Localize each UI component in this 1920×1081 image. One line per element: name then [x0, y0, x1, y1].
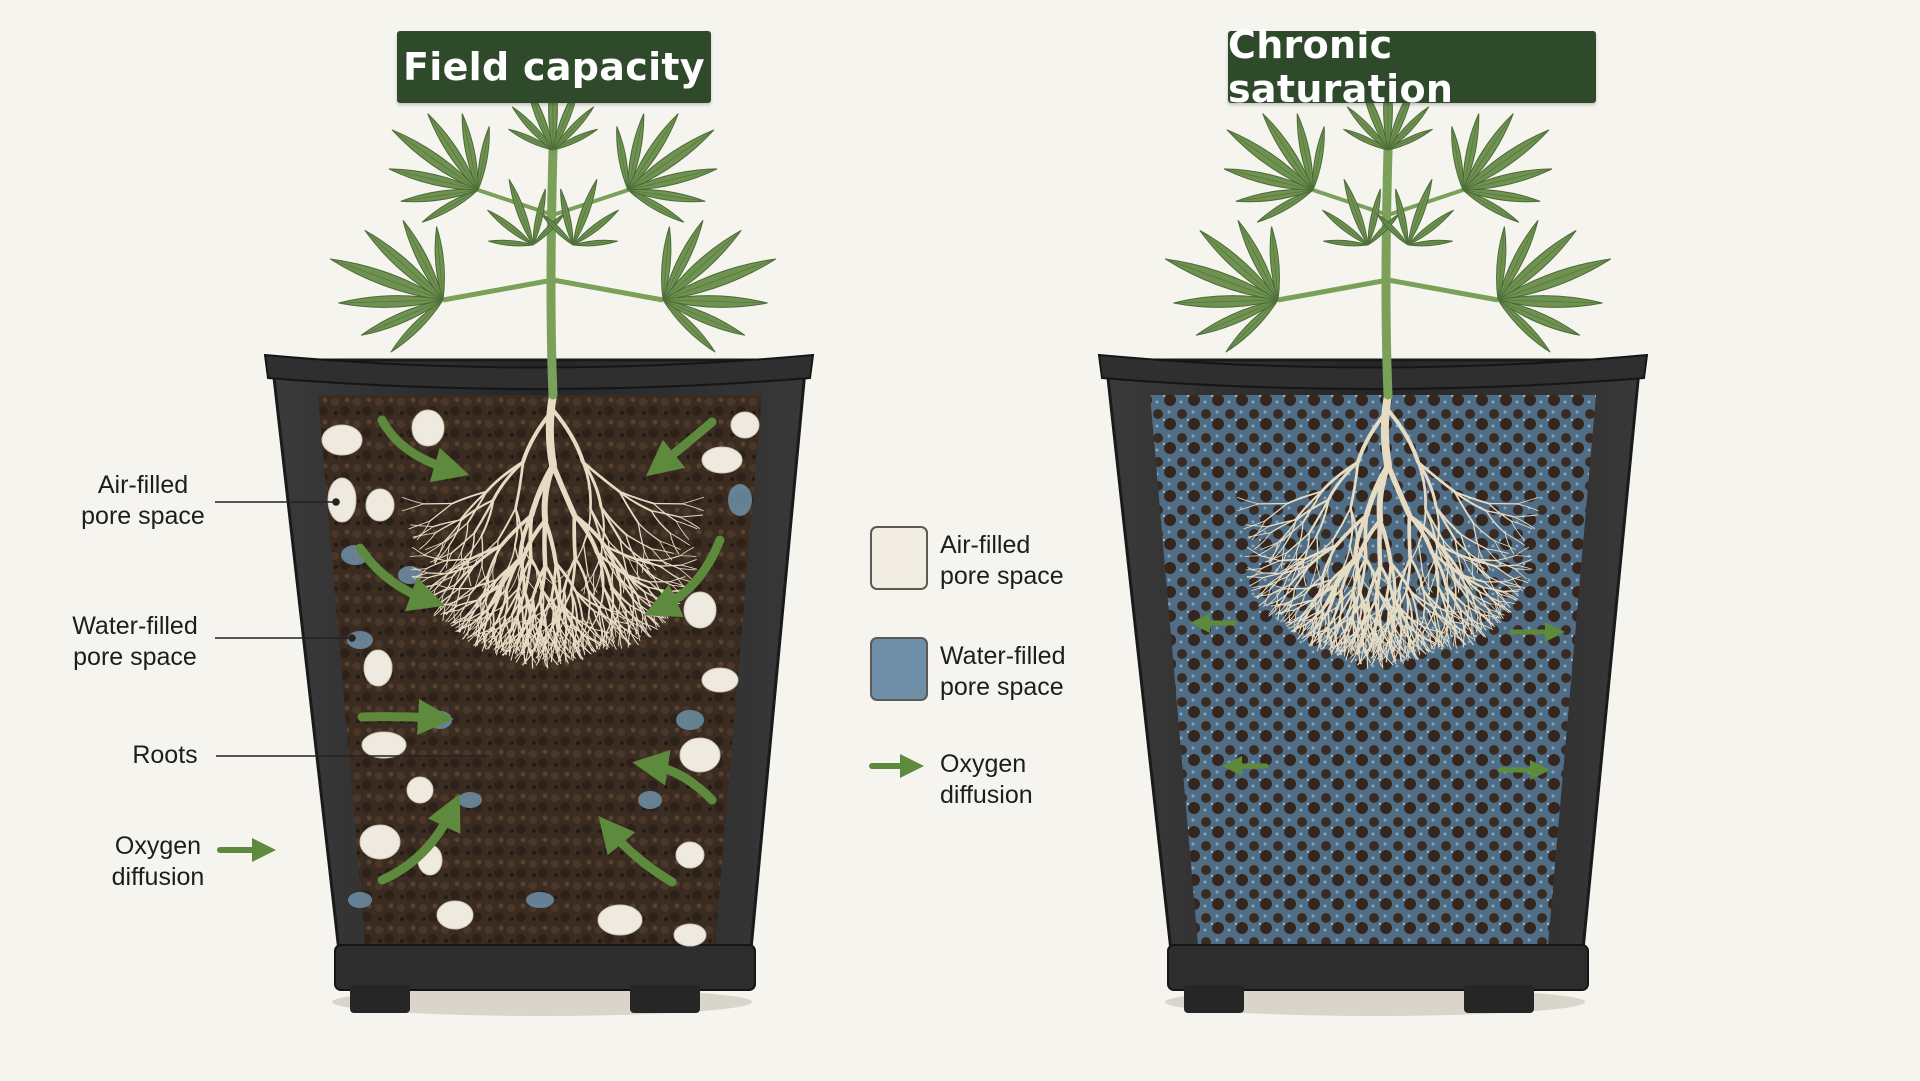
- leaf-icon: [1343, 69, 1433, 151]
- legend-water-label: Water-filled pore space: [940, 641, 1066, 703]
- legend-air-line2: pore space: [940, 562, 1064, 590]
- field-capacity-title: Field capacity: [397, 31, 711, 103]
- leaf-icon: [616, 113, 718, 223]
- stem: [1381, 145, 1393, 400]
- legend-oxygen-line1: Oxygen: [940, 750, 1027, 778]
- left-oxygen-arrows: [355, 415, 725, 887]
- leaf-icon: [1223, 113, 1325, 223]
- legend-air-label: Air-filled pore space: [940, 530, 1064, 592]
- oxygen-arrow: [632, 749, 717, 805]
- chronic-saturation-title: Chronic saturation: [1228, 23, 1596, 111]
- oxygen-arrow: [377, 793, 461, 885]
- legend-water-line1: Water-filled: [940, 642, 1066, 670]
- oxygen-callout-line2: diffusion: [111, 863, 205, 891]
- leaf-icon: [661, 220, 777, 353]
- leaf-icon: [388, 113, 490, 223]
- leaf-icon: [487, 178, 566, 247]
- roots-callout-text: Roots: [132, 741, 198, 769]
- oxygen-arrow: [355, 543, 445, 612]
- legend-oxygen-line2: diffusion: [940, 781, 1033, 809]
- leaf-icon: [1451, 113, 1553, 223]
- leaf-icon: [1322, 178, 1401, 247]
- oxygen-arrow: [645, 417, 717, 477]
- water-filled-callout: Water-filled pore space: [60, 611, 210, 673]
- air-filled-callout: Air-filled pore space: [68, 470, 218, 532]
- leaf-icon: [329, 220, 445, 353]
- oxygen-arrow: [643, 535, 725, 618]
- roots: [1237, 391, 1539, 669]
- right-pot: [1097, 353, 1649, 1016]
- callout-leaders: [215, 498, 490, 757]
- legend-oxygen-label: Oxygen diffusion: [940, 749, 1033, 811]
- stem: [546, 145, 558, 400]
- legend-air-line1: Air-filled: [940, 531, 1031, 559]
- water-filled-callout-line1: Water-filled: [72, 612, 198, 640]
- air-filled-callout-line1: Air-filled: [97, 471, 189, 499]
- left-air-pores: [321, 409, 760, 947]
- roots-callout: Roots: [120, 740, 210, 771]
- water-filled-callout-line2: pore space: [73, 643, 197, 671]
- leaf-icon: [1164, 220, 1280, 353]
- oxygen-callout-line1: Oxygen: [114, 832, 202, 860]
- legend-air-swatch: [870, 526, 928, 590]
- right-soil: [1150, 395, 1596, 945]
- leaf-icon: [540, 178, 619, 247]
- legend-water-swatch: [870, 637, 928, 701]
- right-oxygen-arrows: [1190, 613, 1565, 780]
- legend-water-line2: pore space: [940, 673, 1064, 701]
- left-plant: [329, 69, 777, 669]
- leaf-icon: [1375, 178, 1454, 247]
- right-plant: [1164, 69, 1612, 669]
- leaf-icon: [1496, 220, 1612, 353]
- air-filled-callout-line2: pore space: [81, 502, 205, 530]
- oxygen-arrow: [377, 415, 470, 483]
- oxygen-arrow: [598, 816, 677, 887]
- oxygen-arrow: [357, 699, 454, 735]
- oxygen-callout: Oxygen diffusion: [96, 831, 220, 893]
